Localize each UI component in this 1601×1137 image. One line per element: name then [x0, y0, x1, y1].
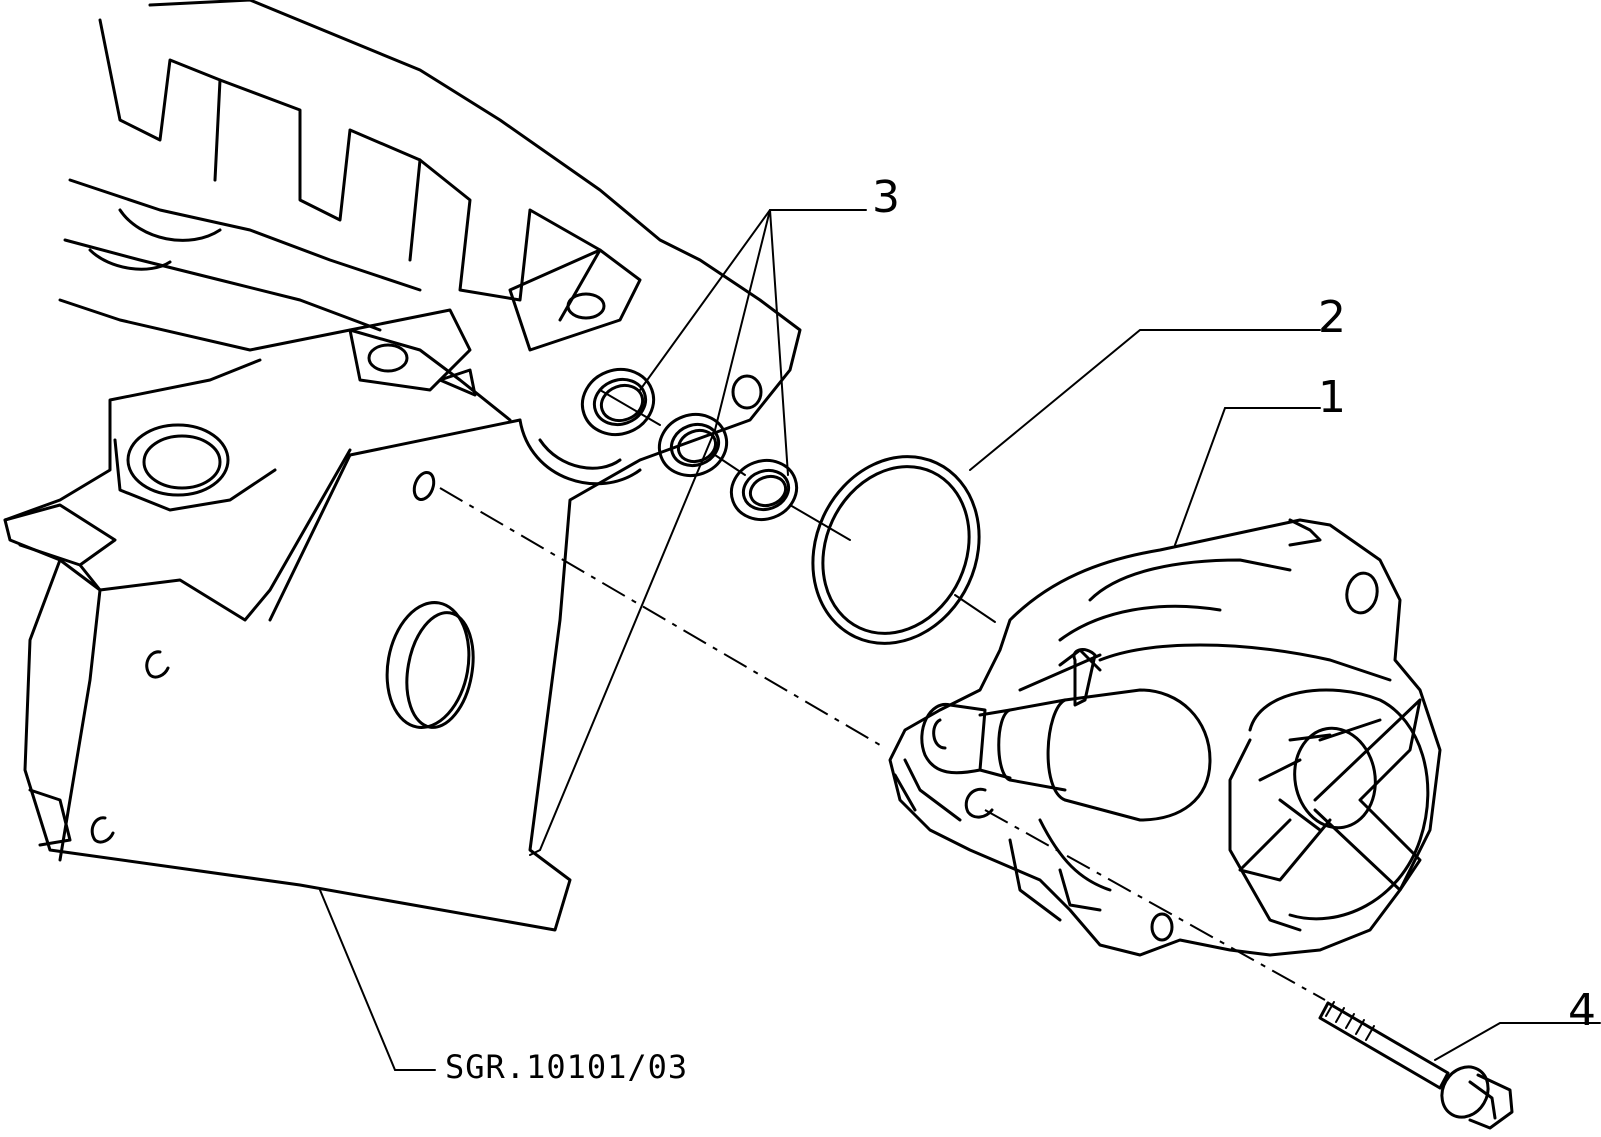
engine-block [3, 0, 802, 932]
callout-3: 3 [872, 172, 900, 223]
center-lines [439, 487, 1326, 1001]
callout-1: 1 [1318, 372, 1346, 423]
callout-2: 2 [1318, 292, 1346, 343]
seal-washers [580, 368, 851, 541]
leader-lines [319, 209, 1601, 1071]
seal-washer-2 [657, 413, 729, 477]
seal-washer-3 [729, 459, 799, 521]
mounting-bolt [1318, 1001, 1514, 1130]
vacuum-pump [888, 518, 1442, 957]
seal-washer-1 [580, 368, 656, 436]
drawing-reference-code: SGR.10101/03 [445, 1048, 688, 1086]
callout-4: 4 [1568, 985, 1596, 1036]
o-ring [811, 455, 996, 645]
